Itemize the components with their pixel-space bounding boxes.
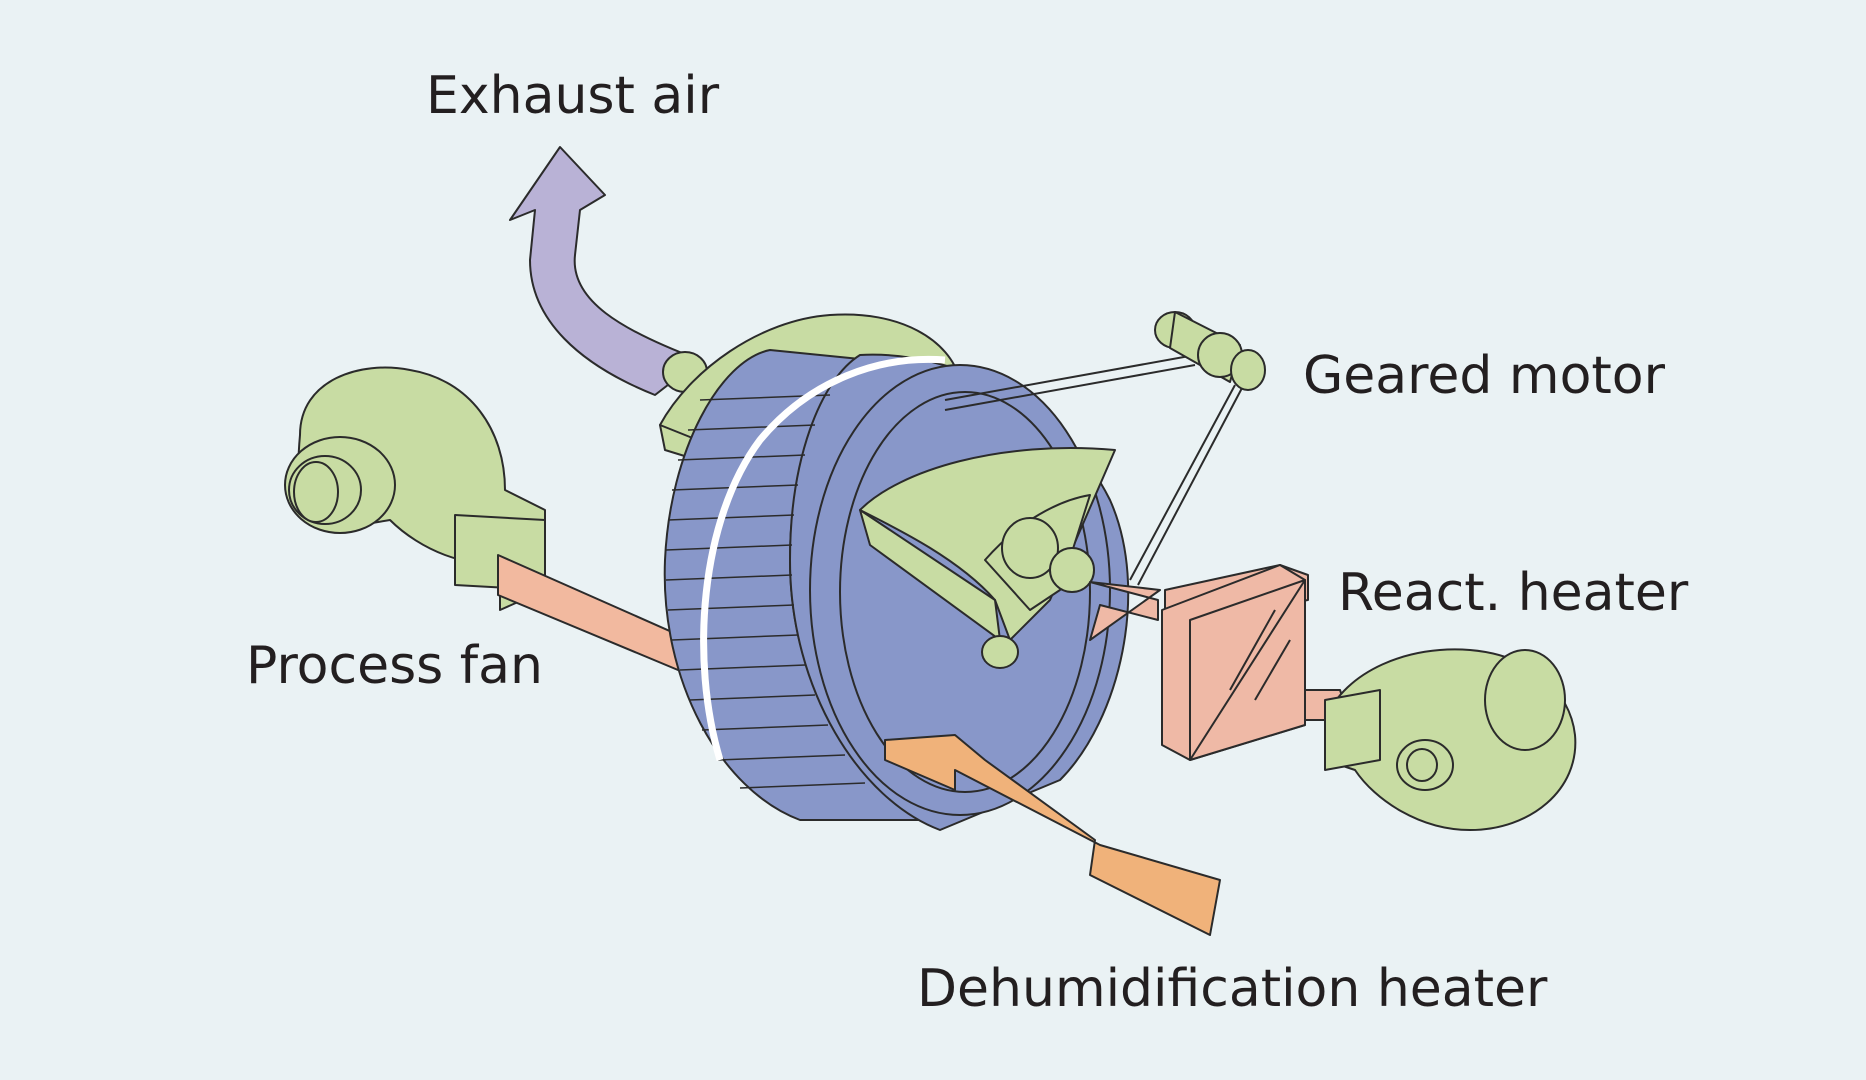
drive-belt [944, 354, 1243, 586]
process-fan-label: Process fan [246, 636, 543, 696]
react-heater [1089, 564, 1351, 761]
reactivation-fan [1324, 648, 1577, 831]
front-housing [859, 447, 1116, 669]
geared-motor-label: Geared motor [1303, 346, 1665, 406]
process-fan [284, 366, 546, 611]
dehumidification-heater-label: Dehumidification heater [917, 959, 1548, 1019]
exhaust-air-arrow [509, 146, 708, 396]
exhaust-air-label: Exhaust air [426, 66, 720, 126]
dehumidification-arrow [884, 734, 1221, 936]
react-heater-label: React. heater [1338, 563, 1689, 623]
geared-motor [1154, 311, 1266, 391]
